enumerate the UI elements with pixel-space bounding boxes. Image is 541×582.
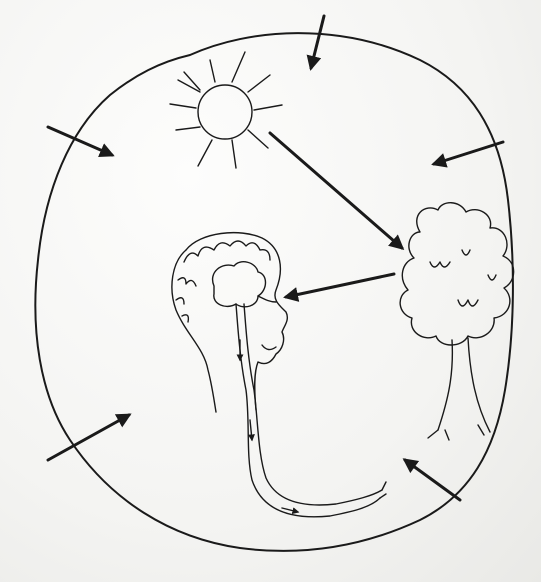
arrow-right-upper — [434, 142, 503, 164]
arrow-top — [311, 16, 324, 68]
sun-icon — [170, 52, 282, 168]
person-head-icon — [172, 233, 287, 412]
arrow-right-lower — [405, 460, 460, 500]
tree-icon — [400, 203, 514, 440]
arrow-tree-to-brain — [286, 274, 394, 297]
inward-arrows — [48, 16, 503, 500]
ellipse-boundary — [35, 33, 513, 551]
arrow-sun-to-tree — [270, 133, 402, 248]
spinal-cord-icon — [236, 304, 386, 517]
brain-icon — [213, 262, 276, 307]
